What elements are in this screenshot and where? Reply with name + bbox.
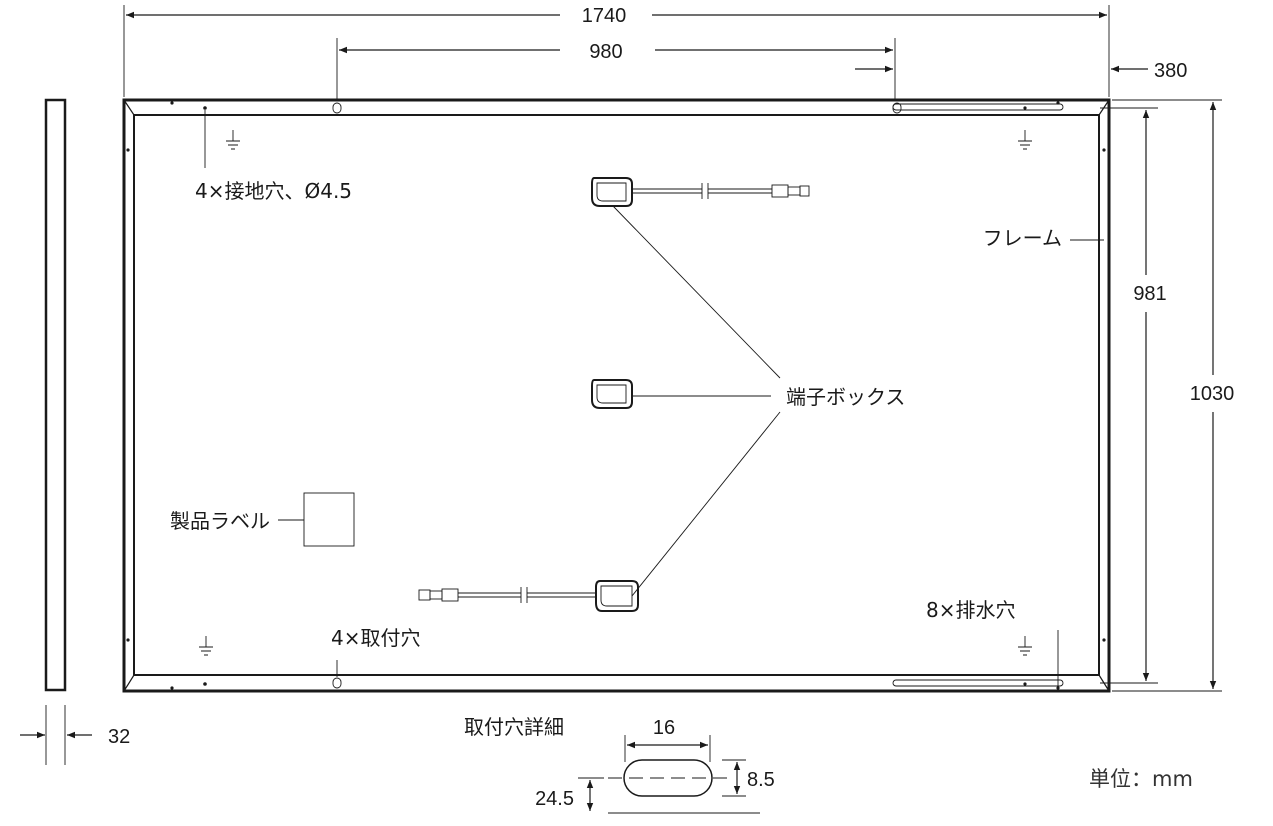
frame-thickness-dimension: 32 bbox=[108, 726, 130, 748]
junction-box-label: 端子ボックス bbox=[786, 385, 905, 409]
frame-label: フレーム bbox=[983, 226, 1062, 250]
product-label-label: 製品ラベル bbox=[170, 509, 270, 533]
end-offset-dimension: 380 bbox=[1154, 60, 1187, 82]
mount-spacing-dimension: 980 bbox=[589, 41, 622, 63]
drain-holes-label: 8×排水穴 bbox=[926, 598, 1015, 622]
mounting-holes-label: 4×取付穴 bbox=[331, 626, 420, 650]
mounting-slot bbox=[892, 102, 902, 114]
unit-note: 単位：mm bbox=[1089, 767, 1193, 791]
mounting-slot bbox=[332, 102, 342, 114]
side-profile: 32 bbox=[20, 98, 130, 765]
dimension-lines bbox=[123, 5, 1222, 692]
total-height-dimension: 1030 bbox=[1190, 383, 1235, 405]
total-length-dimension: 1740 bbox=[582, 5, 627, 27]
junction-box-middle bbox=[591, 379, 633, 409]
product-label-box bbox=[303, 492, 355, 547]
mounting-slot bbox=[332, 677, 342, 689]
drain-dots bbox=[126, 101, 1106, 690]
connector-icon bbox=[771, 184, 789, 198]
hole-offset-dimension: 24.5 bbox=[535, 788, 574, 810]
grounding-holes-label: 4×接地穴、Ø4.5 bbox=[195, 179, 352, 203]
leader-lines bbox=[204, 110, 1104, 688]
junction-box-bottom bbox=[418, 580, 639, 612]
ground-symbol-icon bbox=[199, 130, 1032, 656]
hole-detail: 取付穴詳細 16 8.5 24.5 bbox=[464, 715, 775, 814]
inner-height-dimension: 981 bbox=[1133, 283, 1166, 305]
mounting-slots bbox=[332, 102, 902, 689]
connector-icon bbox=[441, 588, 459, 602]
hole-length-dimension: 16 bbox=[653, 717, 675, 739]
junction-box-top bbox=[591, 177, 810, 207]
hole-width-dimension: 8.5 bbox=[747, 769, 775, 791]
panel-frame bbox=[122, 98, 1111, 693]
hole-detail-title: 取付穴詳細 bbox=[464, 715, 564, 739]
